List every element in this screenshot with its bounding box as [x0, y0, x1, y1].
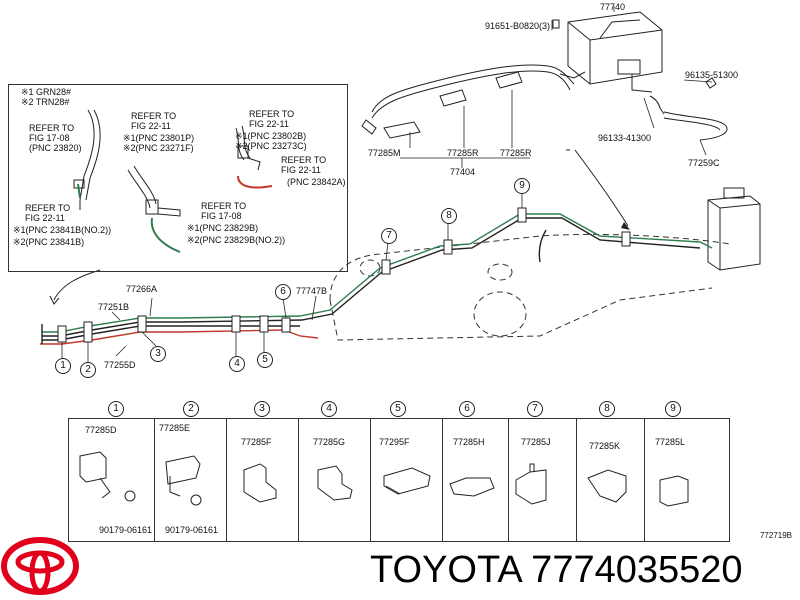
refer-f-line-3: ※1(PNC 23829B)	[187, 223, 259, 233]
clip-r2-label: 77285R	[500, 148, 532, 158]
main-canister	[707, 187, 761, 271]
inset-green-stub	[77, 183, 81, 199]
refer-d-line-1: REFER TO	[281, 155, 327, 165]
clip-r1-label: 77285R	[447, 148, 479, 158]
part-extra: 90179-06161	[99, 525, 153, 535]
figure-reference: 772719B	[759, 531, 792, 540]
callout-9: 9	[514, 178, 530, 194]
clips	[57, 207, 631, 343]
refer-e-line-1: REFER TO	[25, 203, 71, 213]
canister-drawing	[552, 11, 717, 115]
inset-detail-box: ※1 GRN28# ※2 TRN28# REFER TO FIG 17-08 (…	[8, 84, 348, 272]
brand-part-number: TOYOTA 7774035520	[370, 549, 743, 591]
callout-7: 7	[381, 228, 397, 244]
part-code: 77285E	[159, 423, 191, 433]
refer-c-line-1: REFER TO	[249, 109, 295, 119]
refer-f-line-1: REFER TO	[201, 201, 247, 211]
main-tubes	[40, 213, 713, 345]
table-callout-4: 4	[321, 401, 337, 417]
label-77255d: 77255D	[104, 360, 136, 370]
arrowhead-icon	[621, 222, 630, 230]
table-callout-9: 9	[665, 401, 681, 417]
arrow-to-main	[574, 149, 629, 227]
label-77251b: 77251B	[98, 302, 130, 312]
clip-m-label: 77285M	[368, 148, 401, 158]
part-extra: 90179-06161	[165, 525, 219, 535]
refer-f-line-4: ※2(PNC 23829B(NO.2))	[187, 235, 286, 245]
part-cell-1: 77285D 90179-06161	[69, 419, 155, 541]
clamp-left-label: 96133-41300	[598, 133, 652, 143]
refer-c-line-4: ※2(PNC 23273C)	[235, 141, 307, 151]
refer-b-line-3: ※1(PNC 23801P)	[123, 133, 195, 143]
table-callout-5: 5	[390, 401, 406, 417]
fuel-tank-outline	[329, 233, 731, 341]
inset-note-2: ※2 TRN28#	[21, 97, 70, 107]
part-code: 77285J	[521, 437, 551, 447]
refer-d-line-2: FIG 22-11	[281, 165, 321, 175]
hose-code-label: 77259C	[688, 158, 720, 168]
refer-c-line-3: ※1(PNC 23802B)	[235, 131, 307, 141]
refer-b-line-4: ※2(PNC 23271F)	[123, 143, 194, 153]
refer-e-line-4: ※2(PNC 23841B)	[13, 237, 85, 247]
inset-red-line	[237, 175, 273, 189]
inset-arrow	[53, 269, 101, 301]
part-cell-8: 77285K	[577, 419, 645, 541]
part-code: 77285G	[313, 437, 346, 447]
part-code: 77285F	[241, 437, 272, 447]
canister-code-label: 77740	[600, 2, 626, 12]
callout-6: 6	[275, 284, 291, 300]
part-code: 77285K	[589, 441, 621, 451]
part-cell-9: 77285L	[645, 419, 731, 541]
inset-arrowhead-icon	[49, 295, 60, 305]
label-77266a: 77266A	[126, 284, 158, 294]
clamp-right-label: 96135-51300	[685, 70, 739, 80]
refer-c-line-2: FIG 22-11	[249, 119, 289, 129]
refer-b-line-2: FIG 22-11	[131, 121, 171, 131]
inset-green-line	[150, 217, 181, 253]
refer-a-line-1: REFER TO	[29, 123, 75, 133]
upper-hose	[361, 64, 728, 151]
refer-d-line-3: (PNC 23842A)	[287, 177, 346, 187]
table-callout-6: 6	[459, 401, 475, 417]
bolt-code-label: 91651-B0820(3)	[485, 21, 551, 31]
callout-8: 8	[441, 208, 457, 224]
toyota-logo	[1, 537, 79, 595]
table-callout-3: 3	[254, 401, 270, 417]
table-callout-8: 8	[599, 401, 615, 417]
table-callout-7: 7	[527, 401, 543, 417]
refer-b-line-1: REFER TO	[131, 111, 177, 121]
callout-5: 5	[257, 352, 273, 368]
part-code: 77285L	[655, 437, 686, 447]
part-code: 77295F	[379, 437, 410, 447]
part-cell-2: 77285E 90179-06161	[155, 419, 227, 541]
part-cell-7: 77285J	[509, 419, 577, 541]
refer-a-line-2: FIG 17-08	[29, 133, 70, 143]
part-cell-3: 77285F	[227, 419, 299, 541]
main-leaders	[61, 192, 523, 362]
label-77747b: 77747B	[296, 286, 328, 296]
assembly-code-label: 77404	[450, 167, 476, 177]
parts-table: 77285D 90179-06161 77285E 90179-06161 77…	[68, 418, 730, 542]
part-drawings	[79, 451, 689, 507]
refer-a-line-3: (PNC 23820)	[29, 143, 82, 153]
refer-f-line-2: FIG 17-08	[201, 211, 242, 221]
part-cell-5: 77295F	[371, 419, 443, 541]
callout-1: 1	[55, 358, 71, 374]
refer-e-line-2: FIG 22-11	[25, 213, 65, 223]
top-leaders	[400, 6, 713, 168]
table-callout-1: 1	[108, 401, 124, 417]
table-callout-2: 2	[183, 401, 199, 417]
part-cell-6: 77285H	[443, 419, 509, 541]
part-code: 77285D	[85, 425, 117, 435]
part-code: 77285H	[453, 437, 485, 447]
inset-note-1: ※1 GRN28#	[21, 87, 72, 97]
refer-e-line-3: ※1(PNC 23841B(NO.2))	[13, 225, 112, 235]
callout-4: 4	[229, 356, 245, 372]
callout-3: 3	[150, 346, 166, 362]
part-cell-4: 77285G	[299, 419, 371, 541]
callout-2: 2	[80, 362, 96, 378]
